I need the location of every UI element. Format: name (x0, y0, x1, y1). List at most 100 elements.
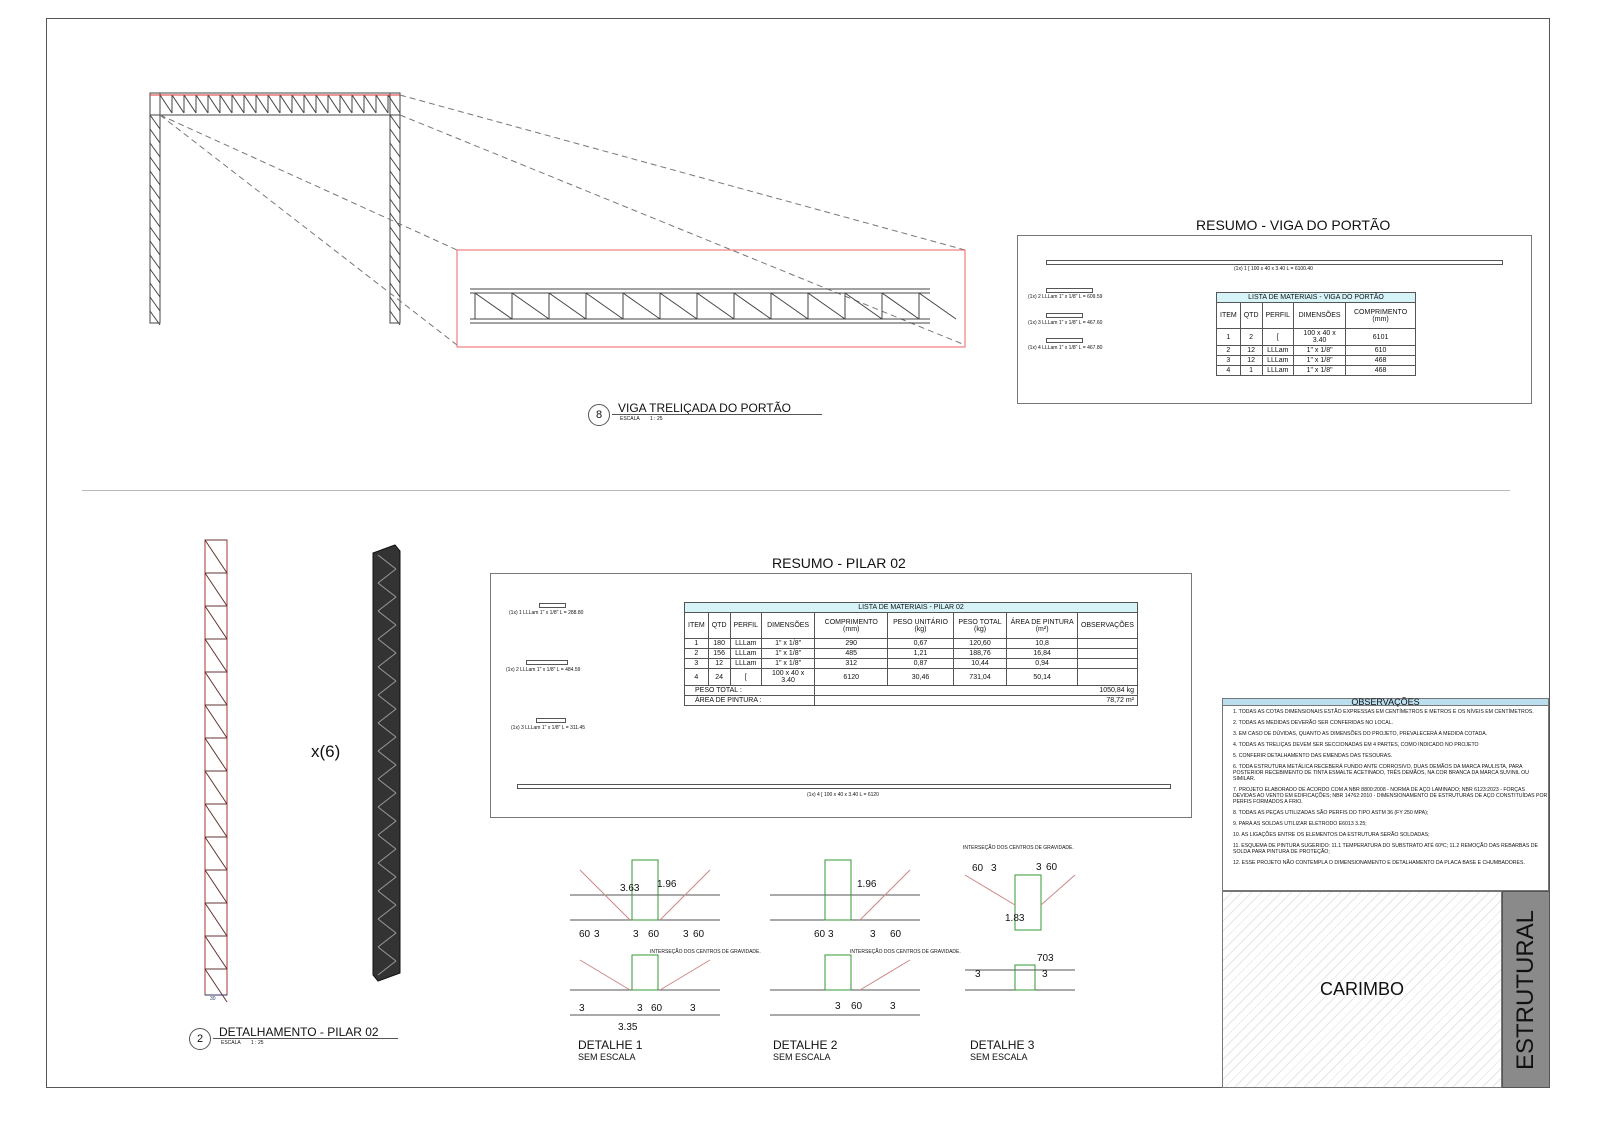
dimension-label: 60 (651, 1003, 663, 1014)
dimension-label: 70 (1037, 953, 1049, 964)
table-cell: 3 (1216, 355, 1241, 366)
quantity-multiplier: x(6) (311, 742, 341, 761)
table-title: LISTA DE MATERIAIS - VIGA DO PORTÃO (1216, 292, 1416, 303)
table-cell: 468 (1345, 365, 1416, 376)
table-cell: 12 (1239, 345, 1263, 356)
table-cell: 24 (707, 668, 731, 686)
piece-label: (1x) 2 LLLam 1" x 1/8" L = 484.59 (506, 667, 581, 673)
notes-panel: OBSERVAÇÕES 1. TODAS AS COTAS DIMENSIONA… (1222, 698, 1549, 891)
table-cell: 1 (684, 638, 709, 649)
total-weight-label: PESO TOTAL : (683, 685, 816, 696)
table-cell (1076, 638, 1139, 649)
dimension-label: 3 (1048, 953, 1054, 964)
dimension-label: 60 (890, 929, 902, 940)
truss-member (389, 296, 401, 312)
table-cell: 6101 (1345, 328, 1416, 346)
table-cell: 12 (707, 658, 731, 669)
truss-member (377, 848, 397, 864)
truss-member (219, 94, 233, 114)
table-cell: LLLam (729, 658, 763, 669)
truss-member (389, 142, 401, 158)
dimension-label: 3 (991, 863, 997, 874)
truss-member (377, 582, 397, 598)
table-cell: 100 x 40 x 3.40 (1293, 328, 1347, 346)
view-title-viga: VIGA TRELIÇADA DO PORTÃO (618, 401, 791, 415)
view-number-8: 8 (588, 404, 610, 426)
truss-member (377, 890, 397, 906)
truss-member (387, 94, 401, 114)
table-cell: 1" x 1/8" (1293, 365, 1347, 376)
main-bar-shape (517, 784, 1171, 789)
truss-member (548, 292, 587, 320)
column-header: ITEM (1216, 302, 1241, 329)
note-item: 6. TODA ESTRUTURA METÁLICA RECEBERÁ FUND… (1233, 764, 1529, 782)
pillar-drawing (204, 539, 228, 1003)
discipline-tab: ESTRUTURAL (1502, 891, 1550, 1088)
truss-member (377, 806, 397, 822)
dimension-label: 3 (683, 929, 689, 940)
truss-member (291, 94, 305, 114)
truss-member (204, 836, 228, 871)
truss-member (171, 94, 185, 114)
truss-member (389, 310, 401, 326)
table-cell (1076, 648, 1139, 659)
truss-member (159, 94, 173, 114)
dimension-label: 1.96 (857, 879, 877, 890)
table-cell: 1,21 (887, 648, 954, 659)
note-item: 8. TODAS AS PEÇAS UTILIZADAS SÃO PERFIS … (1233, 810, 1429, 816)
truss-member (377, 876, 397, 892)
truss-member (149, 310, 161, 326)
truss-member (204, 638, 228, 673)
truss-member (377, 652, 397, 668)
discipline-label: ESTRUTURAL (1512, 909, 1539, 1070)
detail-subtitle: SEM ESCALA (578, 1052, 636, 1062)
truss-member (183, 94, 197, 114)
notes-title: OBSERVAÇÕES (1223, 698, 1548, 707)
truss-member (149, 156, 161, 172)
truss-member (389, 128, 401, 144)
truss-member (377, 568, 397, 584)
truss-member (474, 292, 513, 320)
truss-member (204, 935, 228, 970)
truss-member (844, 292, 883, 320)
truss-member (696, 292, 735, 320)
detail-subtitle: SEM ESCALA (970, 1052, 1028, 1062)
truss-member (770, 292, 809, 320)
truss-member (149, 212, 161, 228)
truss-member (327, 94, 341, 114)
summary-panel-viga: (1x) 1 [ 100 x 40 x 3.40 L = 6100.40 (1x… (1017, 235, 1532, 404)
summary-panel-pilar: (1x) 1 LLLam 1" x 1/8" L = 288.80 (1x) 2… (490, 573, 1192, 818)
detail-note: INTERSEÇÃO DOS CENTROS DE GRAVIDADE. (963, 845, 1074, 851)
truss-member (807, 292, 846, 320)
truss-member (204, 737, 228, 772)
truss-member (377, 918, 397, 934)
table-cell: 156 (707, 648, 731, 659)
truss-member (204, 605, 228, 640)
truss-member (204, 902, 228, 937)
table-cell: 4 (684, 668, 709, 686)
gate-truss-drawing (149, 92, 966, 348)
section-divider (82, 490, 1510, 491)
piece-shape (1046, 338, 1083, 343)
table-cell: 1" x 1/8" (761, 638, 816, 649)
truss-member (377, 638, 397, 654)
truss-member (315, 94, 329, 114)
truss-member (389, 226, 401, 242)
truss-member (149, 226, 161, 242)
dimension-label: 3 (975, 969, 981, 980)
truss-member (389, 212, 401, 228)
truss-member (377, 680, 397, 696)
column-header: COMPRIMENTO (mm) (814, 612, 889, 639)
truss-member (389, 254, 401, 270)
truss-member (149, 198, 161, 214)
truss-member (231, 94, 245, 114)
truss-member (243, 94, 257, 114)
note-item: 10. AS LIGAÇÕES ENTRE OS ELEMENTOS DA ES… (1233, 832, 1430, 838)
table-cell: 1" x 1/8" (761, 658, 816, 669)
scale-label: ESCALA (221, 1040, 241, 1046)
connection-details (570, 859, 1076, 1016)
truss-member (149, 114, 161, 130)
detail-title: DETALHE 1 (578, 1038, 643, 1052)
